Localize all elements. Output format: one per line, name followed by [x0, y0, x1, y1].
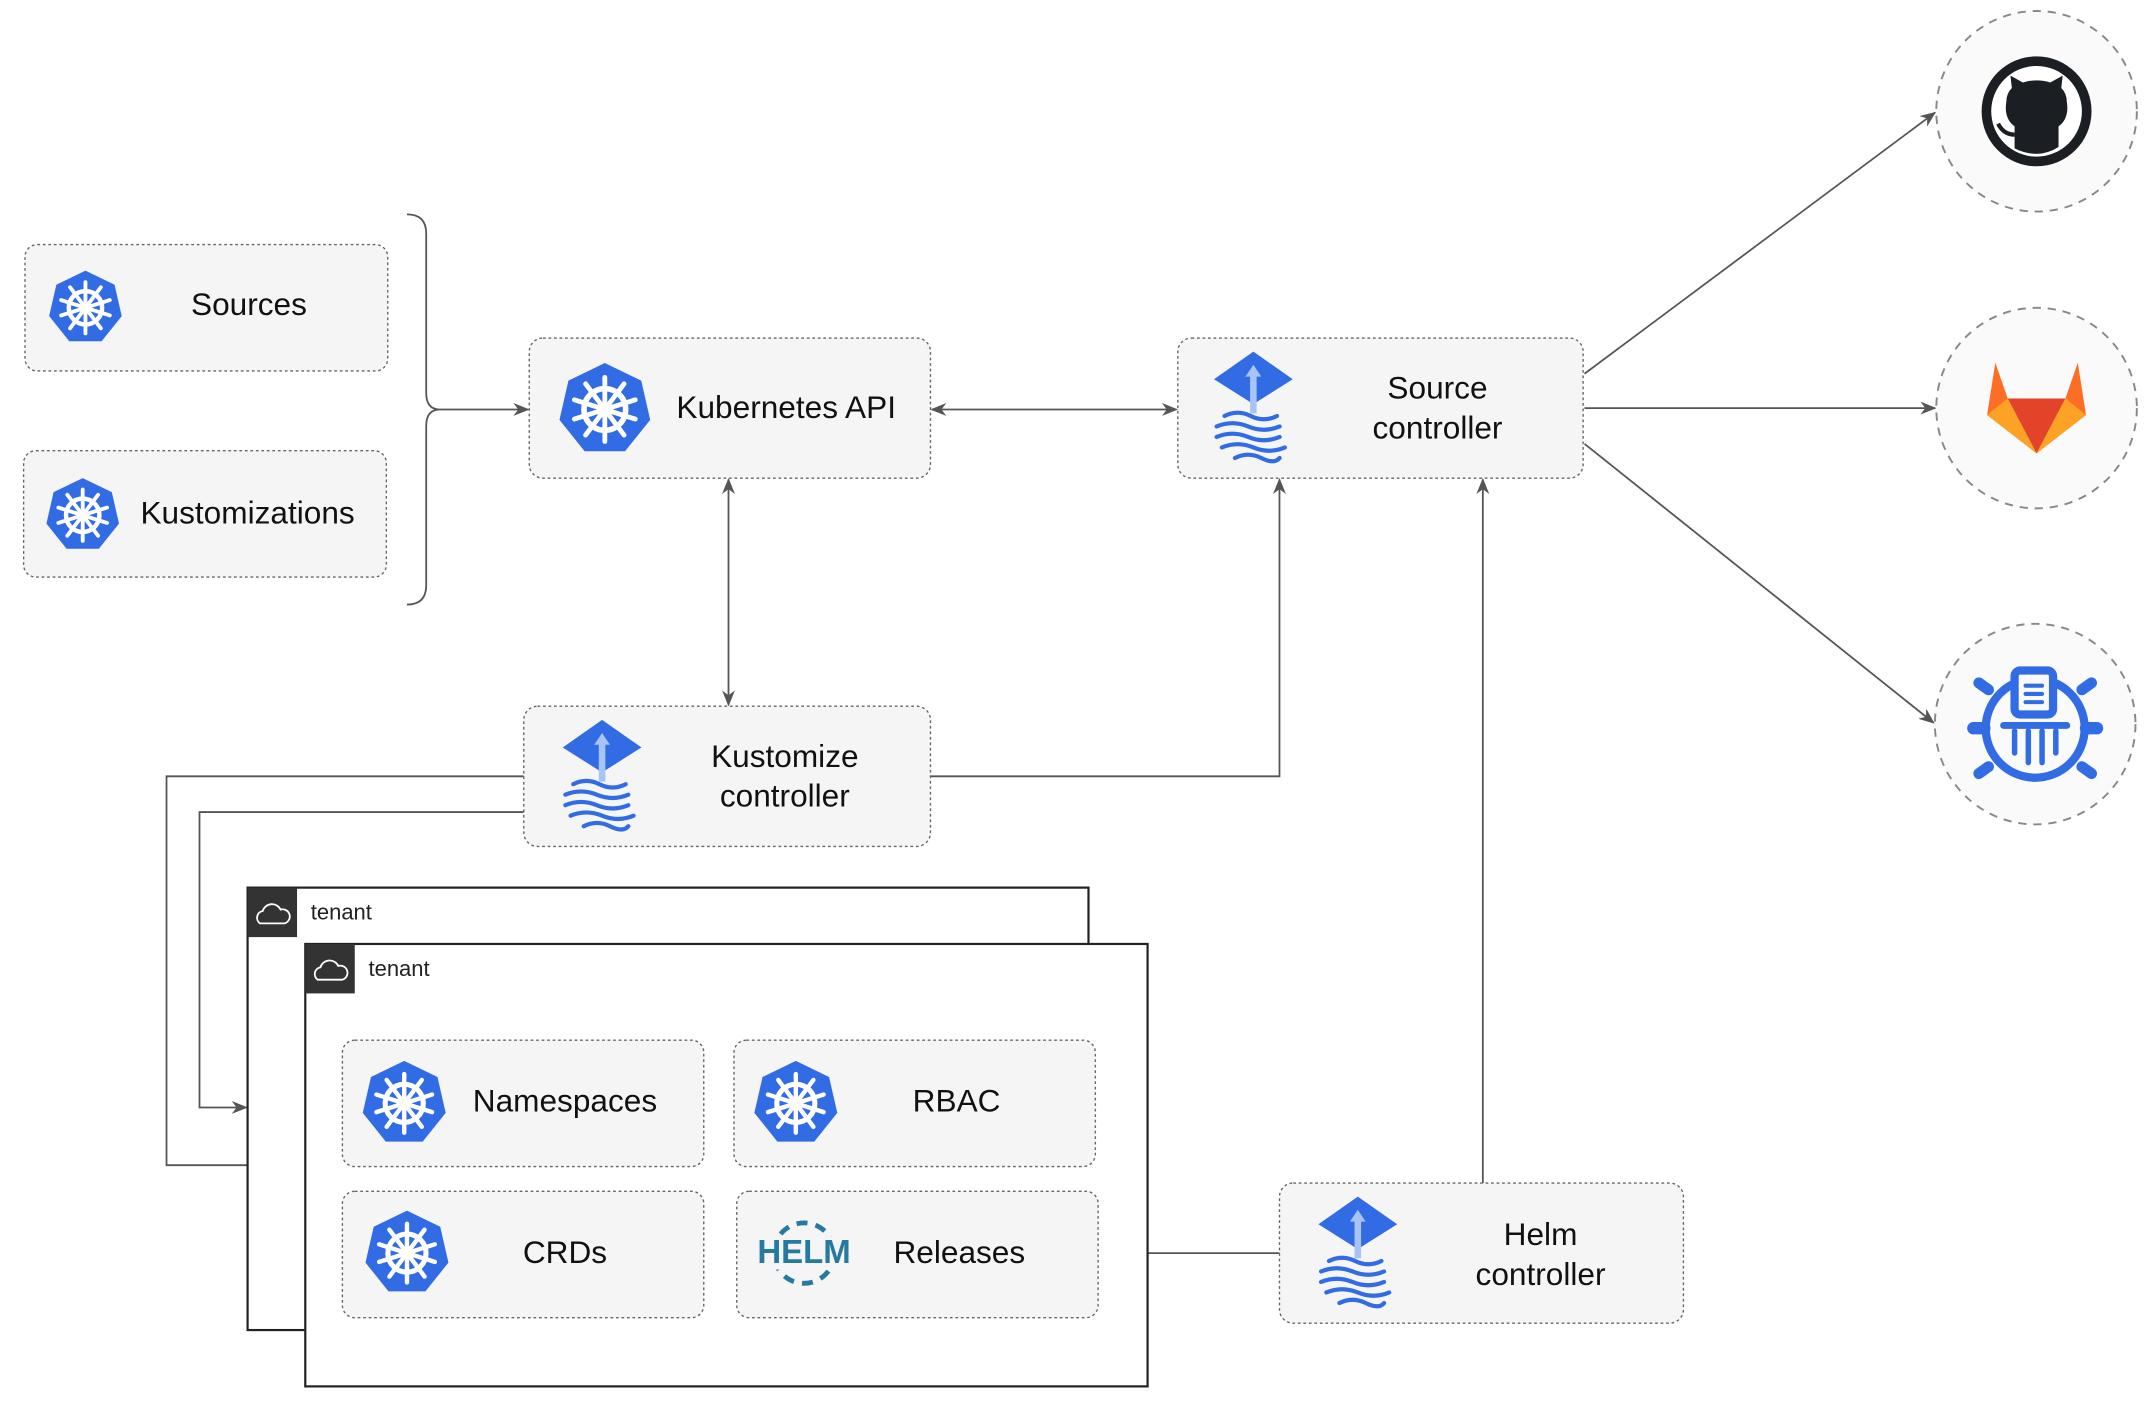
- releases-node[interactable]: HELM Releases: [736, 1190, 1099, 1319]
- svg-text:Helm: Helm: [1504, 1216, 1578, 1252]
- kustomize-controller-node[interactable]: Kustomize controller: [523, 705, 932, 848]
- svg-text:HELM: HELM: [757, 1233, 850, 1270]
- svg-text:RBAC: RBAC: [913, 1083, 1001, 1119]
- github-node[interactable]: [1935, 10, 2138, 213]
- svg-text:Source: Source: [1387, 370, 1487, 406]
- crds-node[interactable]: CRDs: [341, 1190, 705, 1319]
- kubernetes-api-node[interactable]: Kubernetes API: [528, 337, 932, 479]
- helm-repository-icon: [1967, 666, 2104, 782]
- svg-text:Kustomizations: Kustomizations: [140, 495, 354, 531]
- svg-text:controller: controller: [1476, 1256, 1606, 1292]
- svg-text:Kubernetes API: Kubernetes API: [676, 389, 896, 425]
- svg-text:Releases: Releases: [893, 1234, 1025, 1270]
- helm-repository-node[interactable]: [1933, 622, 2137, 826]
- kustomizations-node[interactable]: Kustomizations: [22, 449, 388, 578]
- sources-node[interactable]: Sources: [24, 243, 389, 372]
- helm-controller-node[interactable]: Helm controller: [1278, 1182, 1685, 1324]
- github-icon: [1981, 56, 2092, 167]
- rbac-node[interactable]: RBAC: [733, 1039, 1097, 1168]
- svg-text:tenant: tenant: [311, 900, 372, 925]
- svg-text:tenant: tenant: [369, 956, 430, 981]
- svg-text:controller: controller: [1373, 409, 1503, 445]
- cloud-icon: [256, 903, 291, 925]
- gitlab-node[interactable]: [1935, 306, 2138, 510]
- source-to-github-arrow: [1583, 111, 1937, 375]
- cloud-icon: [313, 959, 349, 981]
- kustomize-to-tenant-back-arrow: [198, 811, 524, 1114]
- gitlab-icon: [1987, 362, 2087, 454]
- tenant-header-badge: [305, 943, 355, 994]
- sources-brace: [406, 213, 440, 606]
- helm-icon: HELM: [757, 1220, 851, 1286]
- svg-text:Kustomize: Kustomize: [711, 738, 858, 774]
- source-to-helmrepo-arrow: [1583, 443, 1935, 724]
- svg-text:Sources: Sources: [191, 286, 307, 322]
- namespaces-node[interactable]: Namespaces: [341, 1039, 705, 1168]
- svg-text:CRDs: CRDs: [523, 1234, 607, 1270]
- svg-text:controller: controller: [720, 778, 850, 814]
- tenant-header-badge: [247, 887, 298, 938]
- kustomize-to-tenant-front-arrow: [165, 775, 524, 1172]
- source-controller-node[interactable]: Source controller: [1177, 337, 1584, 479]
- kustomize-to-source-arrow: [930, 477, 1286, 778]
- svg-text:Namespaces: Namespaces: [473, 1083, 657, 1119]
